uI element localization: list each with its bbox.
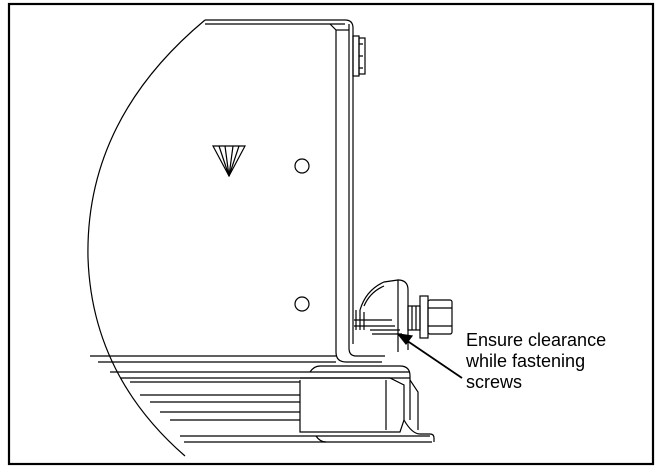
figure-border xyxy=(7,2,655,466)
bottom-rail xyxy=(90,355,435,443)
lower-hole xyxy=(294,296,310,312)
callout-line-2: while fastening xyxy=(466,351,586,371)
mounting-clip xyxy=(354,279,409,352)
housing-body xyxy=(87,19,345,457)
callout-line-1: Ensure clearance xyxy=(466,330,607,350)
callout-arrow xyxy=(396,333,463,379)
callout-text: Ensure clearance while fastening screws xyxy=(466,330,651,393)
upper-hole xyxy=(294,158,310,174)
fastening-screw xyxy=(370,295,453,339)
callout-line-3: screws xyxy=(466,372,523,392)
top-screw xyxy=(352,35,366,77)
mounting-plate xyxy=(329,19,385,363)
direction-marker-icon xyxy=(212,145,246,178)
